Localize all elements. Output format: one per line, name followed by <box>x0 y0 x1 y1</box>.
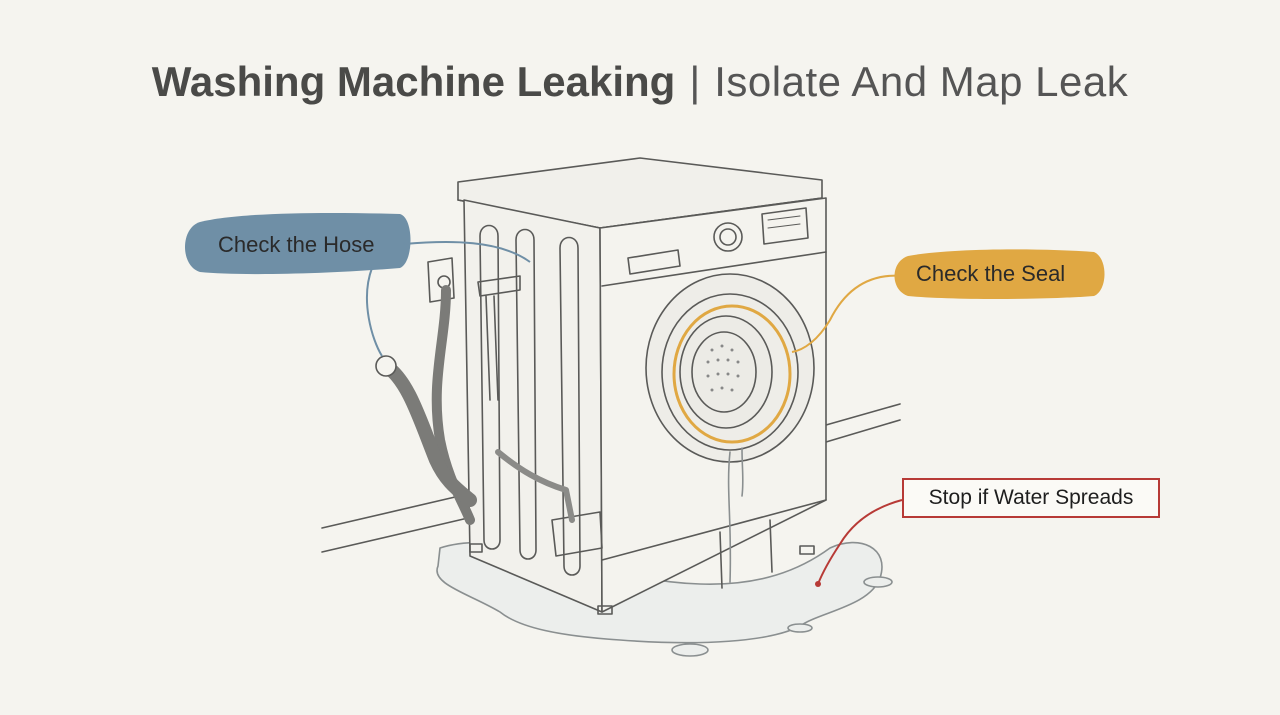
leak-point-dot <box>815 581 821 587</box>
display-screen <box>761 207 809 245</box>
hose-callout-leader <box>365 241 531 357</box>
title-main: Washing Machine Leaking <box>151 58 676 105</box>
hose-callout-blob <box>185 212 411 275</box>
water-drip <box>727 451 732 583</box>
machine-foot <box>597 605 613 615</box>
internal-tube <box>559 236 581 576</box>
floor-line <box>321 493 469 553</box>
water-droplet <box>787 623 813 633</box>
floor-line <box>825 403 901 443</box>
machine-foot <box>469 543 483 553</box>
machine-side-panel <box>463 199 603 613</box>
control-panel-edge <box>601 251 827 287</box>
seal-callout-leader <box>791 274 905 353</box>
title-subtitle: Isolate And Map Leak <box>714 58 1129 105</box>
page-title: Washing Machine Leaking | Isolate And Map … <box>0 58 1280 106</box>
check-hose-label: Check the Hose <box>218 232 375 257</box>
water-droplet <box>671 643 709 657</box>
water-inlet-valve <box>477 275 521 297</box>
door-ring <box>661 293 799 451</box>
control-knob <box>713 222 743 252</box>
bottom-kick-panel <box>601 499 827 561</box>
drain-hose <box>379 359 477 507</box>
internal-tube <box>515 228 537 560</box>
seal-callout-blob <box>894 249 1105 299</box>
machine-foot <box>799 545 815 555</box>
drum-perforations <box>706 344 740 392</box>
wall-tap <box>427 257 455 303</box>
detergent-drawer <box>627 249 681 275</box>
water-droplet <box>863 576 893 588</box>
check-seal-label: Check the Seal <box>916 261 1066 286</box>
drain-pump <box>551 511 603 557</box>
stop-callout-leader <box>817 499 903 585</box>
drum <box>679 315 773 429</box>
hose-end <box>375 355 397 377</box>
stop-water-label: Stop if Water Spreads <box>902 478 1160 518</box>
door-seal <box>672 304 792 444</box>
title-separator: | <box>689 58 701 105</box>
internal-tube <box>479 224 501 550</box>
